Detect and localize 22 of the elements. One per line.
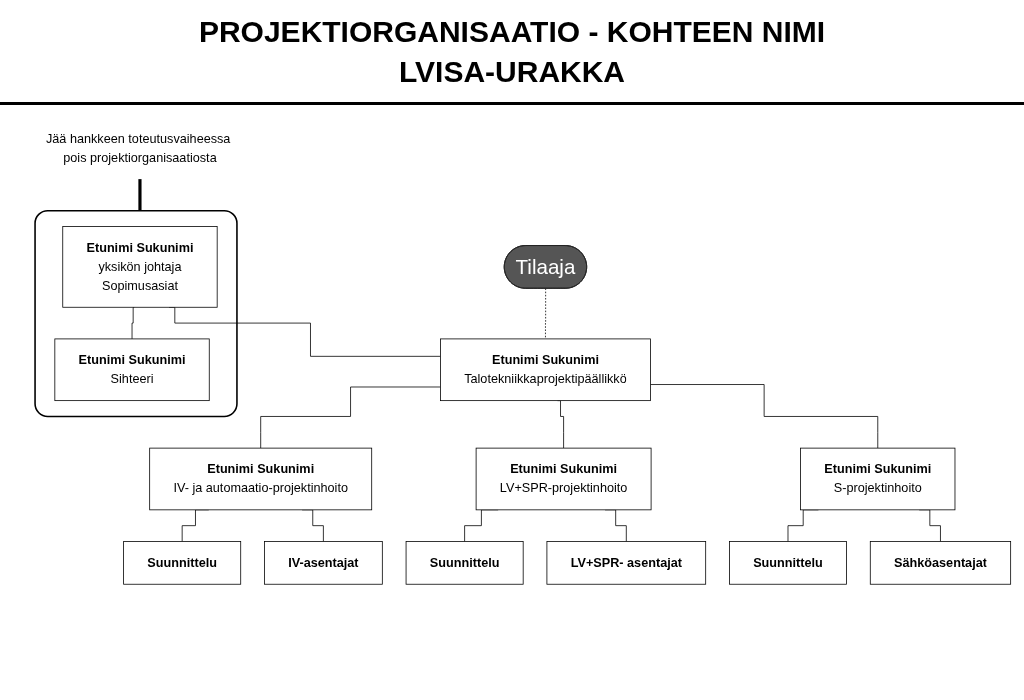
node-box bbox=[123, 541, 242, 585]
title: PROJEKTIORGANISAATIO - KOHTEEN NIMI LVISA-URAKKA bbox=[197, 14, 827, 90]
node-box bbox=[475, 447, 652, 511]
node-box bbox=[440, 338, 651, 402]
connector bbox=[131, 306, 135, 340]
connector bbox=[545, 288, 547, 340]
org-chart: Jää hankkeen toteutusvaiheessa pois projektiorganisaatiosta Etunimi Sukunimi yksikön johtaja Sopimusasiat Etunimi Sukunimi Sihteeri Tilaaja Etunimi Sukunimi Talotekniikkaprojektipäällikkö Etunimi Sukunimi IV- ja automaatio-projektinhoito Etunimi Sukunimi LV+SPR-projektinhoito Etunimi Sukunimi S-projektinhoito Suunnittelu IV-asentajat Suunnittelu LV+SPR- asentajat Suunnittelu Sähköasentajat bbox=[7, 111, 1017, 591]
node-box bbox=[546, 541, 707, 585]
connector bbox=[557, 400, 564, 449]
node-text: Jää hankkeen toteutusvaiheessa pois projektiorganisaatiosta bbox=[45, 131, 231, 165]
node-box bbox=[405, 541, 524, 585]
connector bbox=[138, 177, 142, 213]
node-box bbox=[149, 447, 373, 511]
connector bbox=[260, 386, 441, 449]
node-box bbox=[264, 541, 383, 585]
cluster bbox=[34, 209, 238, 418]
node-box bbox=[729, 541, 847, 585]
node-box bbox=[869, 541, 1012, 585]
node-box bbox=[62, 226, 218, 308]
connector bbox=[650, 384, 879, 449]
node-box bbox=[800, 447, 956, 511]
node-box bbox=[54, 338, 210, 402]
